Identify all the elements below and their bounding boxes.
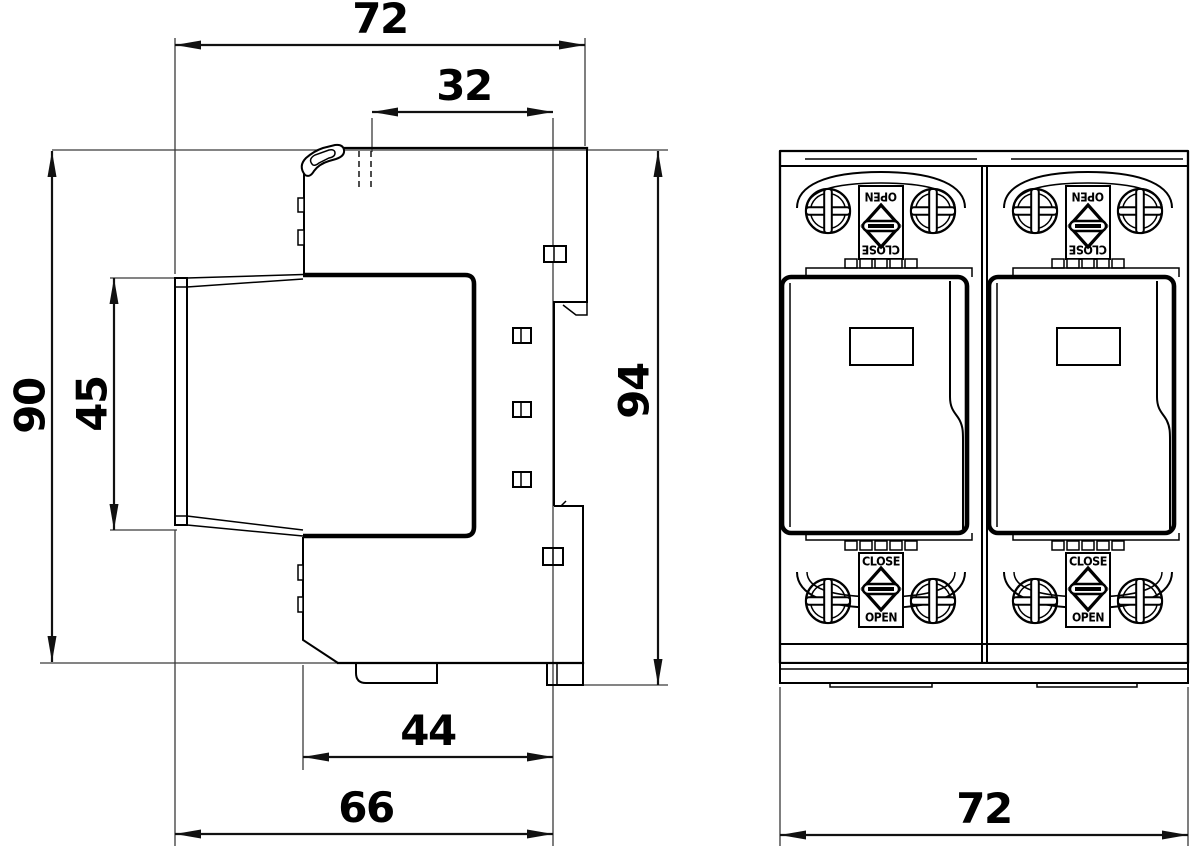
front-view-dimensions: 72 xyxy=(779,687,1189,846)
terminal-screw-icon xyxy=(1011,187,1059,235)
terminal-opening xyxy=(512,327,532,344)
terminal-opening xyxy=(543,245,567,263)
open-close-plate-bottom-right: CLOSE OPEN xyxy=(1065,552,1111,628)
module-latch xyxy=(949,281,964,529)
side-view-terminal-openings xyxy=(512,245,567,566)
open-label: OPEN xyxy=(1072,609,1104,624)
terminal-opening xyxy=(512,401,532,418)
dim-label-total-width: 72 xyxy=(956,784,1011,833)
close-label: CLOSE xyxy=(862,243,900,258)
side-tab xyxy=(297,197,305,213)
side-tab xyxy=(297,564,304,581)
dim-label-lower-depth: 44 xyxy=(400,706,456,755)
terminal-screw-icon xyxy=(909,577,957,625)
open-close-plate-top-right: OPEN CLOSE xyxy=(1065,185,1111,260)
module-right xyxy=(986,274,1177,536)
terminal-screw-icon xyxy=(1116,187,1164,235)
side-tab xyxy=(297,229,305,246)
front-view-top-terminals: OPEN CLOSE OPEN CLOSE xyxy=(796,171,1180,277)
hidden-rail-slot xyxy=(358,151,372,190)
open-close-plate-bottom-left: CLOSE OPEN xyxy=(858,552,904,628)
terminal-teeth xyxy=(844,258,918,269)
front-view-bottom-terminals: CLOSE OPEN CLOSE OPEN xyxy=(796,533,1180,628)
front-view: OPEN CLOSE OPEN CLOSE xyxy=(778,149,1190,846)
close-label: CLOSE xyxy=(1069,553,1107,568)
module-latch xyxy=(1156,281,1171,529)
side-view-extension-lines xyxy=(40,38,668,846)
bottom-foot-band xyxy=(779,662,1189,688)
open-label: OPEN xyxy=(1072,190,1104,205)
terminal-opening xyxy=(512,471,532,488)
side-view-dimensions: 72 32 90 45 94 44 66 xyxy=(6,0,663,839)
open-label: OPEN xyxy=(865,609,897,624)
side-tab xyxy=(297,596,304,613)
terminal-screw-icon xyxy=(909,187,957,235)
dim-label-total-height: 94 xyxy=(610,363,659,419)
side-view-housing xyxy=(297,143,589,686)
terminal-teeth xyxy=(1051,540,1125,551)
dim-label-module-height: 45 xyxy=(68,376,117,431)
terminal-opening xyxy=(542,547,564,566)
bottom-foot xyxy=(355,663,438,684)
bottom-rail-foot xyxy=(546,663,584,686)
open-label: OPEN xyxy=(865,190,897,205)
close-label: CLOSE xyxy=(862,553,900,568)
close-label: CLOSE xyxy=(1069,243,1107,258)
status-indicator-window xyxy=(1056,327,1121,366)
terminal-teeth xyxy=(844,540,918,551)
status-indicator-window xyxy=(849,327,914,366)
side-view-module xyxy=(174,272,477,539)
terminal-screw-icon xyxy=(1011,577,1059,625)
terminal-screw-icon xyxy=(1116,577,1164,625)
terminal-screw-icon xyxy=(804,187,852,235)
side-view: 72 32 90 45 94 44 66 xyxy=(6,0,668,846)
open-close-plate-top-left: OPEN CLOSE xyxy=(858,185,904,260)
din-release-lever-icon xyxy=(300,143,346,177)
module-left xyxy=(779,274,970,536)
terminal-teeth xyxy=(1051,258,1125,269)
terminal-screw-icon xyxy=(804,577,852,625)
dim-label-rail-offset: 32 xyxy=(436,61,491,110)
dim-label-body-height: 90 xyxy=(6,378,55,434)
front-view-housing xyxy=(778,149,1190,688)
dim-label-total-depth: 72 xyxy=(352,0,407,43)
front-view-modules xyxy=(779,274,1177,536)
dim-label-base-depth: 66 xyxy=(338,783,393,832)
